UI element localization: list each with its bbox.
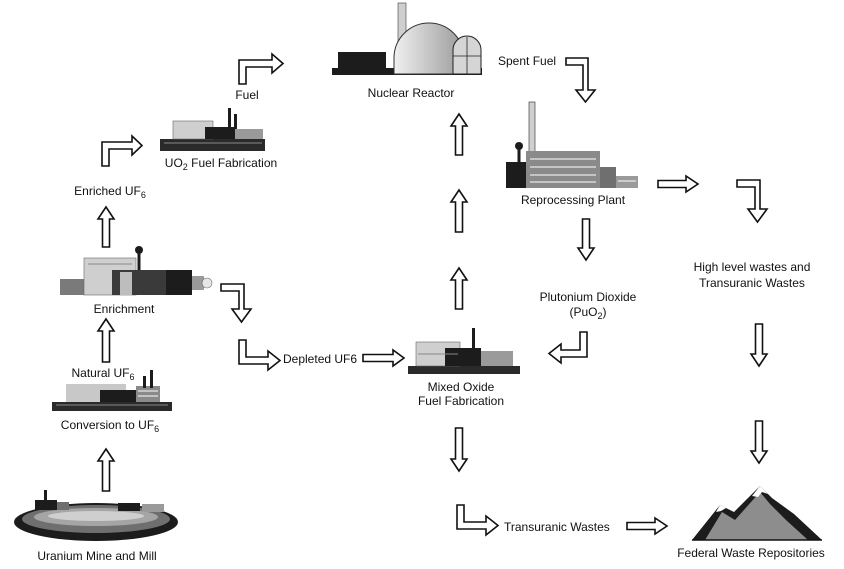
label-spent-fuel: Spent Fuel xyxy=(498,54,557,68)
arrow-fuel-to-reactor xyxy=(238,52,285,85)
label-plutonium-dioxide: Plutonium Dioxide (PuO2) xyxy=(539,290,637,321)
arrow-enrichment-down xyxy=(220,283,253,324)
label-transuranic-wastes: Transuranic Wastes xyxy=(504,520,610,534)
mine-illustration xyxy=(14,490,178,541)
arrow-plutonium-to-mox xyxy=(547,331,588,365)
arrow-to-depleted-uf6 xyxy=(238,339,282,372)
uo2-fabrication-illustration xyxy=(160,108,265,151)
label-natural-uf6: Natural UF6 xyxy=(71,366,135,382)
arrow-to-transuranic-wastes xyxy=(456,504,500,537)
arrow-mox-to-reactor-1 xyxy=(449,112,469,156)
arrow-mox-to-reactor-2 xyxy=(449,188,469,233)
arrow-mox-down xyxy=(449,427,469,473)
label-enrichment: Enrichment xyxy=(93,302,155,316)
label-federal-waste-repositories: Federal Waste Repositories xyxy=(677,546,825,560)
repository-mountain-illustration xyxy=(692,486,822,541)
arrow-depleted-uf6-to-mox xyxy=(362,348,406,368)
label-uranium-mine-and-mill: Uranium Mine and Mill xyxy=(37,549,157,563)
arrow-transuranic-to-repository xyxy=(626,516,669,536)
arrow-spent-fuel-to-reprocessing xyxy=(565,57,597,104)
arrow-conversion-to-enrichment xyxy=(96,317,116,363)
arrow-mine-to-conversion xyxy=(96,447,116,492)
label-mixed-oxide-fuel-fabrication: Mixed Oxide Fuel Fabrication xyxy=(417,380,505,408)
reprocessing-illustration xyxy=(506,101,638,188)
label-nuclear-reactor: Nuclear Reactor xyxy=(367,86,455,100)
label-uo2-fuel-fabrication: UO2 Fuel Fabrication xyxy=(164,156,278,172)
label-enriched-uf6: Enriched UF6 xyxy=(74,184,146,200)
label-high-level-wastes: High level wastes and Transuranic Wastes xyxy=(693,260,811,290)
mox-fabrication-illustration xyxy=(408,328,520,374)
arrow-enrichment-to-enriched-uf6 xyxy=(96,205,116,248)
arrow-high-level-to-repository-2 xyxy=(749,420,769,465)
arrow-high-level-to-repository-1 xyxy=(749,323,769,368)
enrichment-illustration xyxy=(60,246,213,296)
label-conversion-to-uf6: Conversion to UF6 xyxy=(60,418,160,434)
arrow-down-to-high-level-wastes xyxy=(736,179,769,224)
arrow-reprocessing-to-plutonium xyxy=(576,218,596,262)
label-depleted-uf6: Depleted UF6 xyxy=(283,352,358,366)
reactor-illustration xyxy=(332,2,482,75)
arrow-reprocessing-right xyxy=(657,174,700,194)
arrow-enriched-to-uo2-fabrication xyxy=(101,134,144,167)
arrow-mox-to-reactor-3 xyxy=(449,266,469,310)
conversion-illustration xyxy=(52,370,172,411)
label-reprocessing-plant: Reprocessing Plant xyxy=(520,193,626,207)
label-fuel: Fuel xyxy=(235,88,259,102)
